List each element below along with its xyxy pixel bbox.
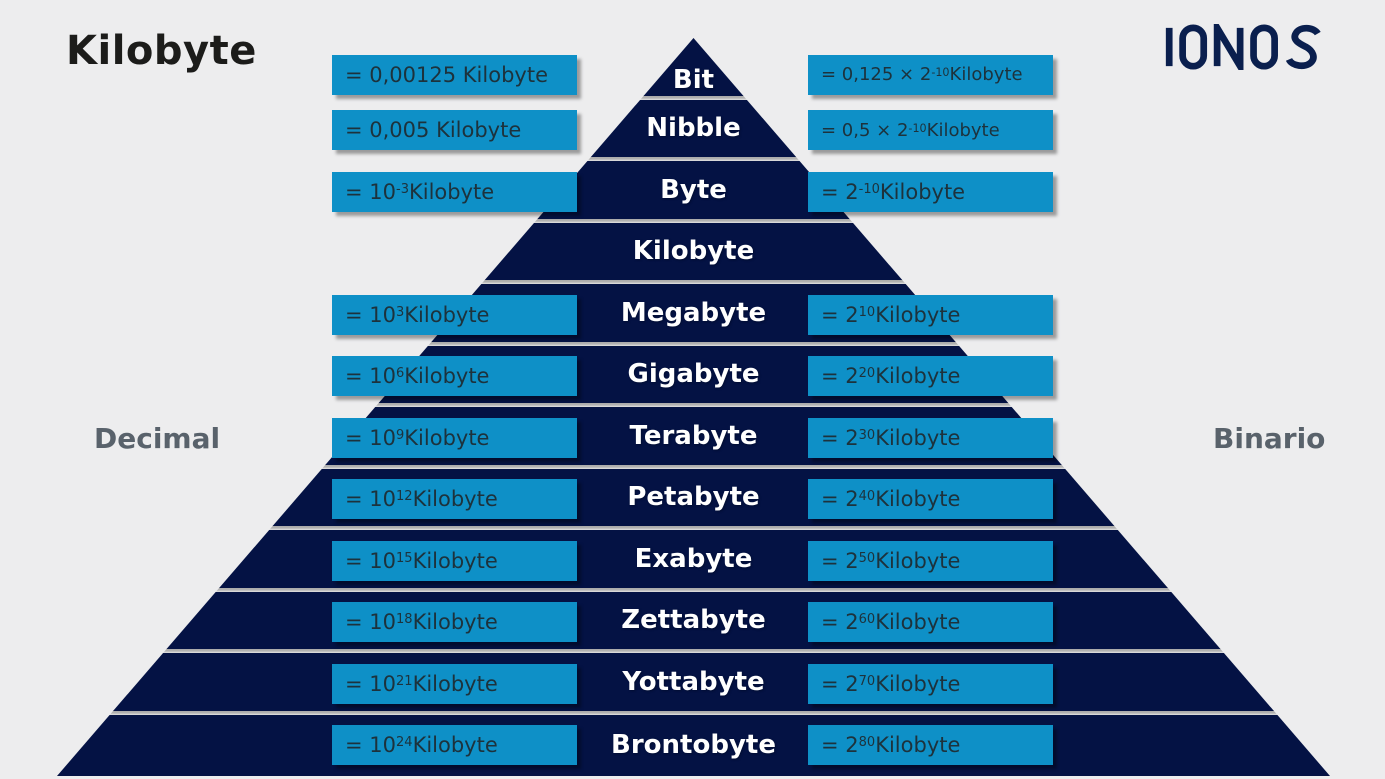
logo-letter-o2 [1250, 24, 1278, 70]
decimal-value-bit: = 0,00125 Kilobyte [332, 54, 577, 95]
pyramid-segment-byte: Byte [57, 161, 1330, 219]
pyramid-segment-kilobyte: Kilobyte [57, 222, 1330, 280]
binary-value-byte: = 2-10 Kilobyte [808, 171, 1053, 212]
pyramid-segment-brontobyte: Brontobyte [57, 714, 1330, 776]
pyramid-segment-nibble: Nibble [57, 99, 1330, 157]
binary-value-nibble: = 0,5 × 2-10 Kilobyte [808, 110, 1053, 151]
pyramid-segment-terabyte: Terabyte [57, 407, 1330, 465]
row-label-yottabyte: Yottabyte [622, 666, 765, 697]
row-label-kilobyte: Kilobyte [632, 236, 755, 267]
ionos-logo-icon [1165, 24, 1321, 70]
unit-pyramid: Bit Nibble Byte Kilobyte Megabyte Gigaby… [57, 38, 1330, 776]
row-label-megabyte: Megabyte [620, 297, 767, 328]
pyramid-segment-gigabyte: Gigabyte [57, 345, 1330, 403]
row-label-bit: Bit [672, 64, 715, 95]
page-title: Kilobyte [66, 28, 257, 74]
row-label-petabyte: Petabyte [627, 482, 760, 513]
pyramid-segment-petabyte: Petabyte [57, 468, 1330, 526]
pyramid-segment-zettabyte: Zettabyte [57, 591, 1330, 649]
pyramid-segment-megabyte: Megabyte [57, 284, 1330, 342]
decimal-side-label: Decimal [94, 422, 221, 455]
logo-letter-n [1213, 24, 1244, 70]
pyramid-segment-yottabyte: Yottabyte [57, 653, 1330, 711]
decimal-value-nibble: = 0,005 Kilobyte [332, 110, 577, 151]
row-label-terabyte: Terabyte [629, 420, 758, 451]
row-label-gigabyte: Gigabyte [627, 359, 760, 390]
row-label-exabyte: Exabyte [634, 543, 753, 574]
decimal-value-byte: = 10-3 Kilobyte [332, 171, 577, 212]
row-label-byte: Byte [660, 174, 727, 205]
logo-letter-o1 [1179, 24, 1208, 70]
pyramid-segment-exabyte: Exabyte [57, 530, 1330, 588]
logo-letter-s [1285, 24, 1321, 70]
binary-side-label: Binario [1213, 422, 1326, 455]
row-label-nibble: Nibble [646, 113, 741, 144]
binary-value-bit: = 0,125 × 2-10 Kilobyte [808, 54, 1053, 95]
row-label-zettabyte: Zettabyte [621, 605, 766, 636]
row-label-brontobyte: Brontobyte [611, 730, 776, 761]
